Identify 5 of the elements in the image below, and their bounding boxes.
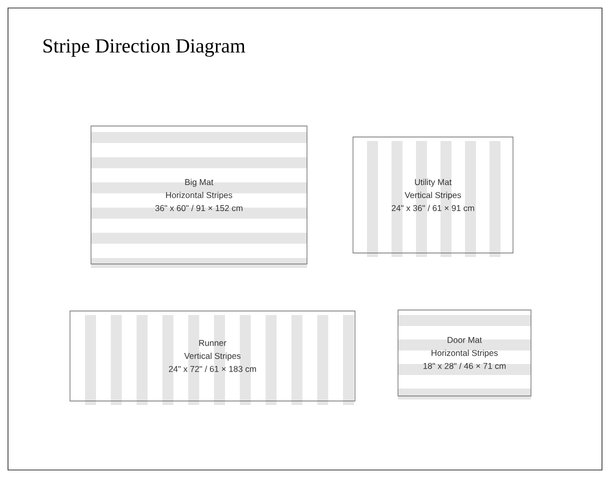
mat-box: Runner Vertical Stripes 24" x 72" / 61 × 183 cm <box>70 310 356 402</box>
title: Stripe Direction Diagram <box>44 39 246 57</box>
mat-box: Big Mat Horizontal Stripes 36" x 60" / 91 × 152 cm <box>90 126 308 264</box>
mat-box: Door Mat Horizontal Stripes 18" x 28" / 46 × 71 cm <box>398 310 532 396</box>
mat-box: Utility Mat Vertical Stripes 24" x 36" / 61 × 91 cm <box>352 136 514 254</box>
